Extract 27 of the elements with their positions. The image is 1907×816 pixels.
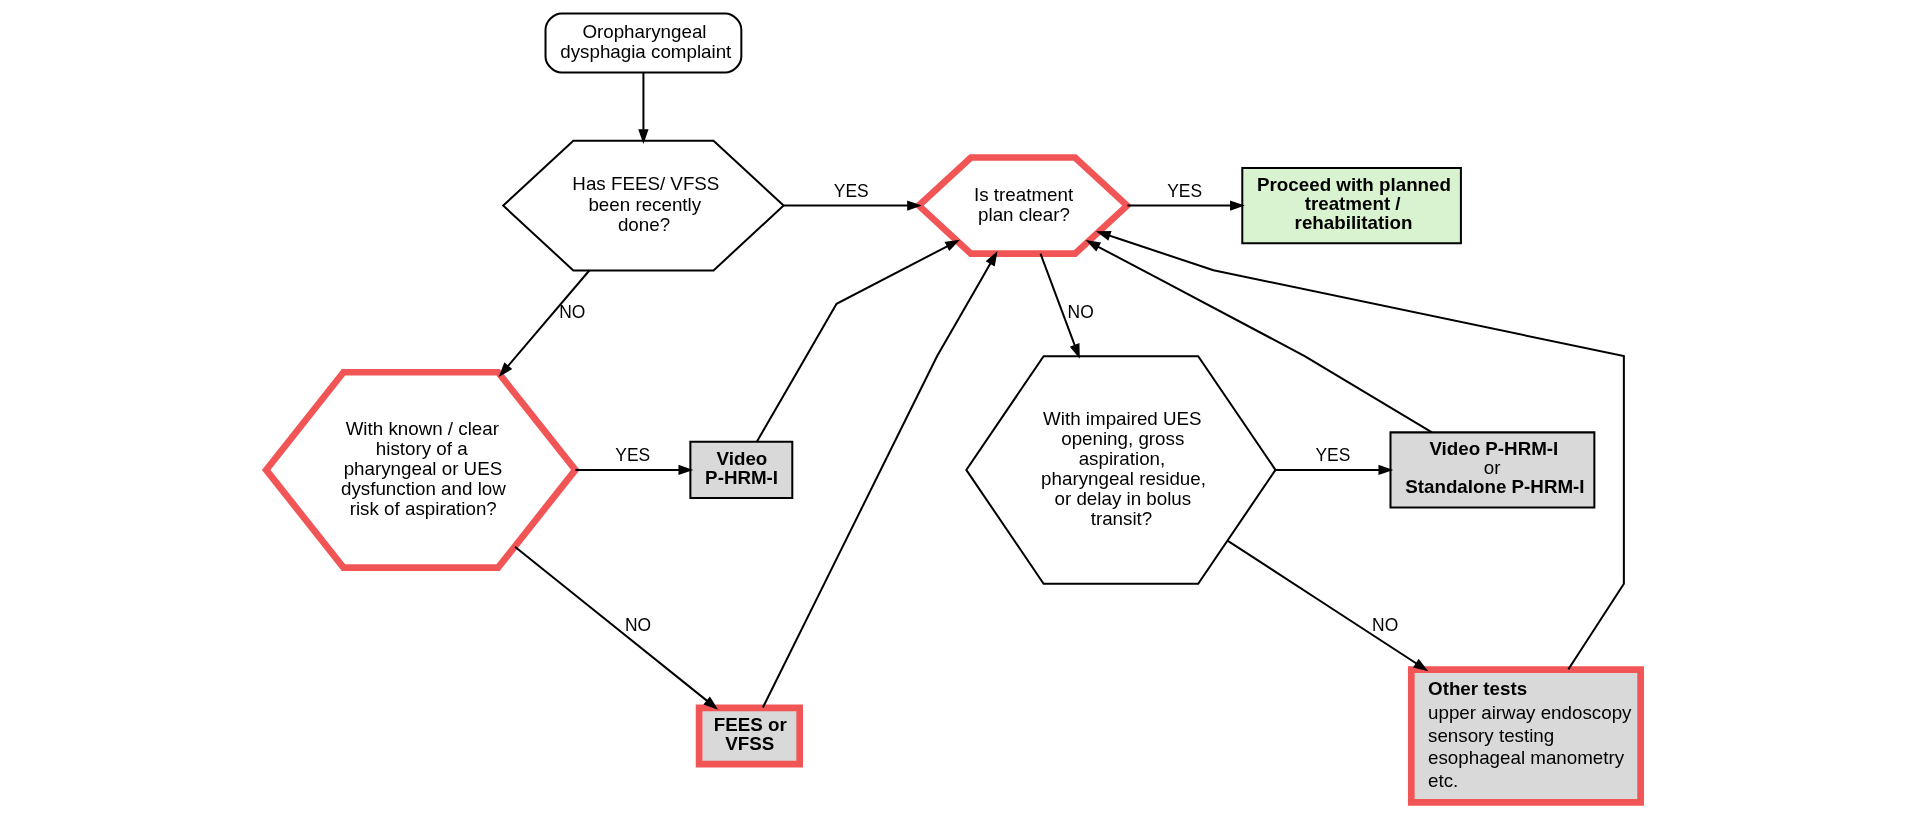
- node-box: Oropharyngeal dysphagia complaint: [544, 12, 743, 74]
- node-box: Proceed with planned treatment / rehabilitation: [1241, 167, 1462, 245]
- edge-label: NO: [559, 301, 586, 322]
- edge-label: YES: [1315, 445, 1351, 466]
- edge-label: NO: [1372, 615, 1399, 636]
- node-box: FEES or VFSS: [695, 704, 804, 768]
- arrow: [514, 545, 719, 710]
- arrow: [1039, 253, 1080, 359]
- edge-label: NO: [1067, 301, 1094, 322]
- arrow: [761, 251, 998, 708]
- arrow: [1085, 240, 1433, 434]
- edge-label: YES: [615, 445, 651, 466]
- edge-label: YES: [1167, 180, 1203, 201]
- arrow: [638, 72, 649, 144]
- arrow: [1127, 200, 1245, 211]
- node-box: Other tests upper airway endoscopy sensory testing esophageal manometry etc.: [1407, 666, 1644, 806]
- arrow: [498, 269, 591, 377]
- node-box: Video P-HRM-I: [689, 440, 794, 500]
- edge-label: NO: [624, 615, 652, 636]
- arrow: [783, 200, 922, 211]
- arrow: [1227, 540, 1429, 672]
- node-box: Video P-HRM-I or Standalone P-HRM-I: [1389, 431, 1596, 509]
- edge-label: YES: [833, 180, 869, 201]
- arrow: [1095, 230, 1625, 670]
- arrow: [1275, 464, 1394, 476]
- arrow: [755, 239, 960, 443]
- arrow: [575, 464, 694, 476]
